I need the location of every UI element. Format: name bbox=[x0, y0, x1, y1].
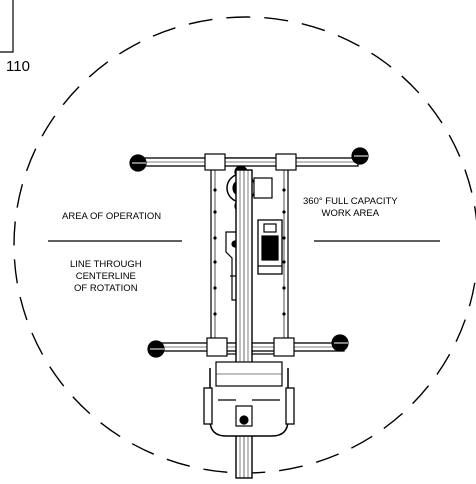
control-box bbox=[257, 219, 283, 275]
line-through-line-1: LINE THROUGH bbox=[70, 259, 142, 270]
full-capacity-line-1: 360° FULL CAPACITY bbox=[303, 196, 398, 207]
rear-cab bbox=[203, 361, 295, 437]
line-through-line-3: OF ROTATION bbox=[74, 283, 138, 294]
reference-number: 110 bbox=[6, 58, 30, 75]
top-outrigger bbox=[129, 147, 369, 172]
full-capacity-line-2: WORK AREA bbox=[321, 208, 380, 219]
machine-top-view bbox=[129, 147, 369, 479]
reference-box bbox=[0, 0, 14, 53]
line-through-centerline-label: LINE THROUGH CENTERLINE OF ROTATION bbox=[70, 259, 142, 295]
area-of-operation-label: AREA OF OPERATION bbox=[62, 211, 162, 222]
chassis-bolts bbox=[213, 188, 286, 316]
line-through-line-2: CENTERLINE bbox=[75, 271, 136, 282]
full-capacity-label: 360° FULL CAPACITY WORK AREA bbox=[303, 196, 398, 220]
